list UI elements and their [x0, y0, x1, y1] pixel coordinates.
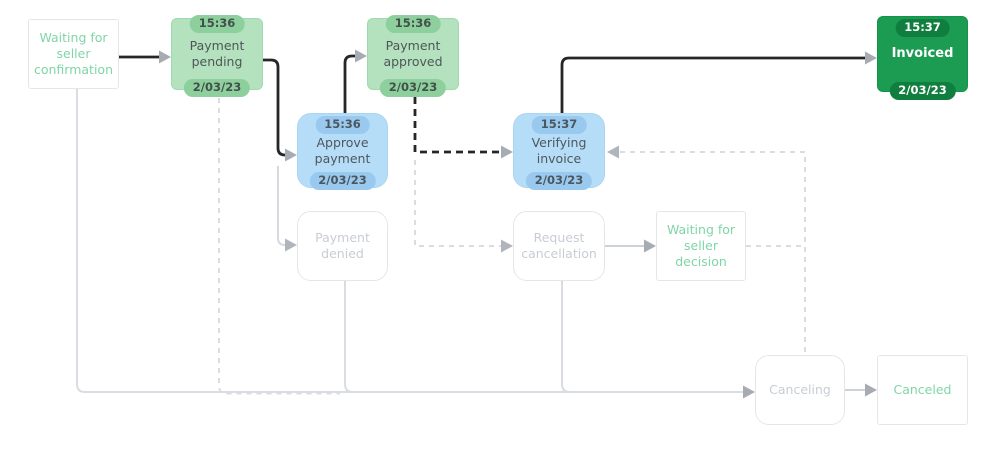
- edge-approved-to-verifying-dashed: [413, 97, 501, 154]
- arrowhead-into-payment-pending: [159, 50, 171, 64]
- edge-pending-to-denied: [277, 166, 286, 246]
- date-badge: 2/03/23: [525, 172, 593, 190]
- state-waiting-seller-confirmation: Waiting for seller confirmation: [28, 19, 119, 89]
- date-badge: 2/03/23: [889, 82, 956, 100]
- state-label: Invoiced: [891, 45, 954, 61]
- state-invoiced: 15:37 Invoiced 2/03/23: [877, 16, 968, 100]
- state-verifying-invoice[interactable]: 15:37 Verifying invoice 2/03/23: [513, 113, 605, 190]
- arrowhead-into-payment-approved: [355, 49, 367, 63]
- arrowhead-into-seller-decision: [644, 239, 656, 253]
- state-canceling: Canceling: [755, 355, 845, 425]
- state-payment-denied: Payment denied: [297, 211, 388, 281]
- state-label: Approve payment: [314, 134, 371, 166]
- state-canceled: Canceled: [877, 355, 968, 425]
- arrowhead-into-canceled: [865, 383, 877, 397]
- edge-confirmation-to-canceling: [76, 89, 743, 393]
- time-badge: 15:36: [189, 15, 245, 33]
- state-request-cancellation: Request cancellation: [513, 211, 605, 281]
- arrowhead-into-approve-payment: [285, 148, 297, 162]
- state-label: Waiting for seller confirmation: [33, 30, 114, 77]
- time-badge: 15:36: [315, 116, 370, 134]
- arrowhead-into-payment-denied: [285, 238, 297, 252]
- time-badge: 15:36: [385, 15, 441, 33]
- arrowhead-into-verifying-invoice: [501, 145, 513, 159]
- edge-pending-to-approve: [263, 58, 286, 157]
- state-label: Canceled: [893, 382, 952, 397]
- state-label: Payment approved: [383, 38, 443, 69]
- state-payment-approved: 15:36 Payment approved 2/03/23: [367, 15, 459, 97]
- state-label: Verifying invoice: [531, 134, 587, 166]
- edge-pending-to-bottom-dashed: [218, 98, 340, 395]
- edge-decision-dashed-branch: [619, 151, 806, 352]
- date-badge: 2/03/23: [309, 172, 376, 190]
- state-approve-payment[interactable]: 15:36 Approve payment 2/03/23: [297, 113, 388, 190]
- edge-denied-to-bottom: [344, 281, 365, 393]
- state-label: Request cancellation: [521, 230, 597, 261]
- edge-approved-to-request-cancel-dashed: [414, 160, 501, 247]
- edge-request-cancel-to-bottom: [561, 281, 582, 393]
- time-badge: 15:37: [895, 19, 950, 37]
- edge-verifying-to-invoiced: [560, 56, 865, 113]
- state-label: Payment denied: [315, 230, 370, 261]
- state-label: Payment pending: [189, 38, 245, 69]
- time-badge: 15:37: [531, 116, 587, 134]
- edge-approve-to-approved: [343, 54, 355, 113]
- arrowhead-into-verifying-invoice-right: [607, 145, 619, 159]
- state-payment-pending: 15:36 Payment pending 2/03/23: [171, 15, 263, 97]
- date-badge: 2/03/23: [183, 79, 251, 97]
- state-label: Waiting for seller decision: [666, 222, 736, 269]
- arrowhead-into-request-cancellation: [501, 239, 513, 253]
- arrowhead-into-canceling: [743, 385, 755, 399]
- state-label: Canceling: [769, 382, 831, 397]
- state-waiting-seller-decision: Waiting for seller decision: [656, 211, 746, 281]
- arrowhead-into-invoiced: [865, 51, 877, 65]
- date-badge: 2/03/23: [379, 79, 447, 97]
